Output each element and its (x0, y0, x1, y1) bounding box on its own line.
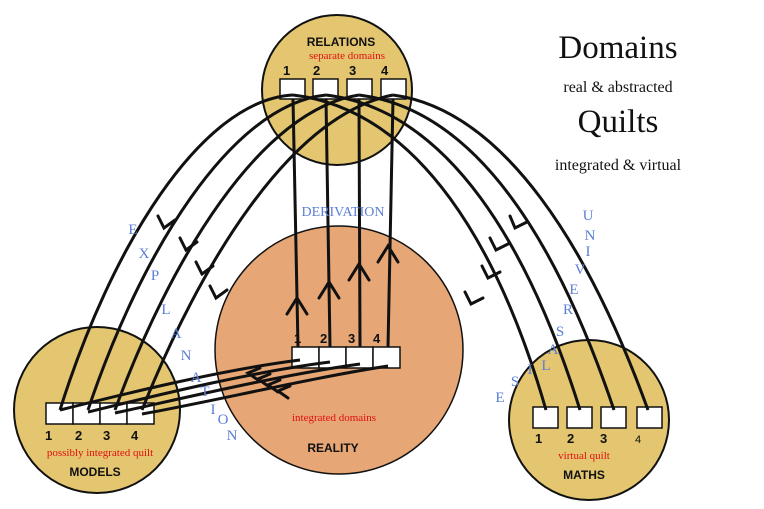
explanation-letter: P (151, 268, 159, 284)
reality-boxes (291, 346, 401, 369)
curve-relations-maths-3 (358, 93, 616, 411)
reality-label: REALITY (307, 441, 358, 455)
universalise-letter: S (511, 374, 519, 390)
curve-relations-models-3 (113, 93, 360, 411)
relations-number-1: 1 (283, 63, 290, 78)
arrow-models-4 (208, 284, 229, 301)
curve-relations-maths-2 (325, 93, 582, 411)
maths-number-2: 2 (567, 431, 574, 446)
arrow-models-1 (156, 214, 177, 231)
reality-number-4: 4 (373, 331, 381, 346)
reality-number-2: 2 (320, 331, 327, 346)
arrow-maths-2 (488, 236, 510, 253)
arrow-models-3 (194, 260, 215, 277)
arrow-models-2 (178, 236, 199, 253)
explanation-letter: X (139, 246, 150, 262)
models-sublabel: possibly integrated quilt (47, 447, 153, 459)
universalise-letter: A (548, 342, 559, 358)
reality-number-1: 1 (294, 331, 301, 346)
universalise-letter: V (575, 262, 586, 278)
explanation-letter: I (211, 402, 216, 418)
maths-number-4: 4 (635, 434, 641, 446)
line-derivation-1 (291, 98, 300, 348)
relations-label: RELATIONS (307, 35, 375, 49)
maths-label: MATHS (563, 468, 605, 482)
line-derivation-4 (386, 98, 395, 348)
models-number-1: 1 (45, 428, 52, 443)
arrow-derivation-4 (376, 243, 400, 264)
universalise-letter: U (583, 208, 594, 224)
universalise-letter: R (563, 302, 573, 318)
arrow-derivation-3 (347, 261, 371, 282)
connector-lines (58, 93, 650, 416)
explanation-letter: T (200, 384, 209, 400)
line-derivation-2 (324, 98, 332, 348)
universalise-letter: L (541, 358, 550, 374)
universalise-letter: S (556, 324, 564, 340)
arrow-maths-1 (508, 214, 529, 231)
explanation-letter: L (161, 302, 170, 318)
explanation-letter: N (227, 428, 238, 444)
arrow-maths-3 (480, 264, 502, 281)
line-reality-models-4 (141, 364, 389, 416)
relations-sublabel: separate domains (309, 50, 385, 62)
maths-number-3: 3 (600, 431, 607, 446)
curve-relations-models-2 (86, 93, 327, 411)
models-number-2: 2 (75, 428, 82, 443)
line-reality-models-1 (59, 358, 301, 412)
arrow-derivation-2 (317, 279, 341, 300)
maths-number-1: 1 (535, 431, 542, 446)
universalise-letter: E (569, 282, 578, 298)
explanation-letter: A (191, 370, 202, 386)
line-derivation-3 (357, 98, 362, 348)
universalise-letter: E (495, 390, 504, 406)
curve-relations-maths-4 (392, 93, 650, 411)
title-quilts-sub: integrated & virtual (555, 157, 682, 174)
arrowheads (156, 214, 529, 400)
arrow-reality-models-1 (244, 366, 262, 382)
title-domains-sub: real & abstracted (563, 79, 672, 96)
models-boxes (45, 402, 155, 425)
curve-relations-models-4 (140, 93, 394, 411)
curve-relations-maths-1 (292, 93, 548, 411)
reality-number-3: 3 (348, 331, 355, 346)
explanation-letter: N (181, 348, 192, 364)
arrow-reality-models-4 (274, 384, 292, 400)
arrow-reality-models-3 (264, 378, 282, 394)
arrow-maths-4 (463, 290, 485, 307)
line-reality-models-3 (114, 362, 361, 415)
universalise-letter: N (585, 228, 596, 244)
models-label: MODELS (69, 465, 120, 479)
curve-relations-models-1 (58, 93, 294, 411)
universalise-letter: I (528, 362, 533, 378)
title-domains: Domains (558, 30, 677, 66)
maths-sublabel: virtual quilt (558, 450, 610, 462)
relations-boxes (279, 78, 407, 100)
arrow-reality-models-2 (254, 372, 272, 388)
universalise-letter: I (586, 244, 591, 260)
relations-number-3: 3 (349, 63, 356, 78)
explanation-letter: E (128, 222, 137, 238)
arrow-derivation-1 (285, 295, 309, 316)
explanation-letter: O (218, 412, 229, 428)
explanation-letter: A (171, 326, 182, 342)
relations-number-4: 4 (381, 63, 389, 78)
relations-number-2: 2 (313, 63, 320, 78)
models-number-3: 3 (103, 428, 110, 443)
derivation-label: DERIVATION (302, 205, 385, 220)
title-quilts: Quilts (578, 104, 659, 140)
reality-sublabel: integrated domains (292, 412, 376, 424)
models-number-4: 4 (131, 428, 139, 443)
line-reality-models-2 (87, 360, 331, 414)
